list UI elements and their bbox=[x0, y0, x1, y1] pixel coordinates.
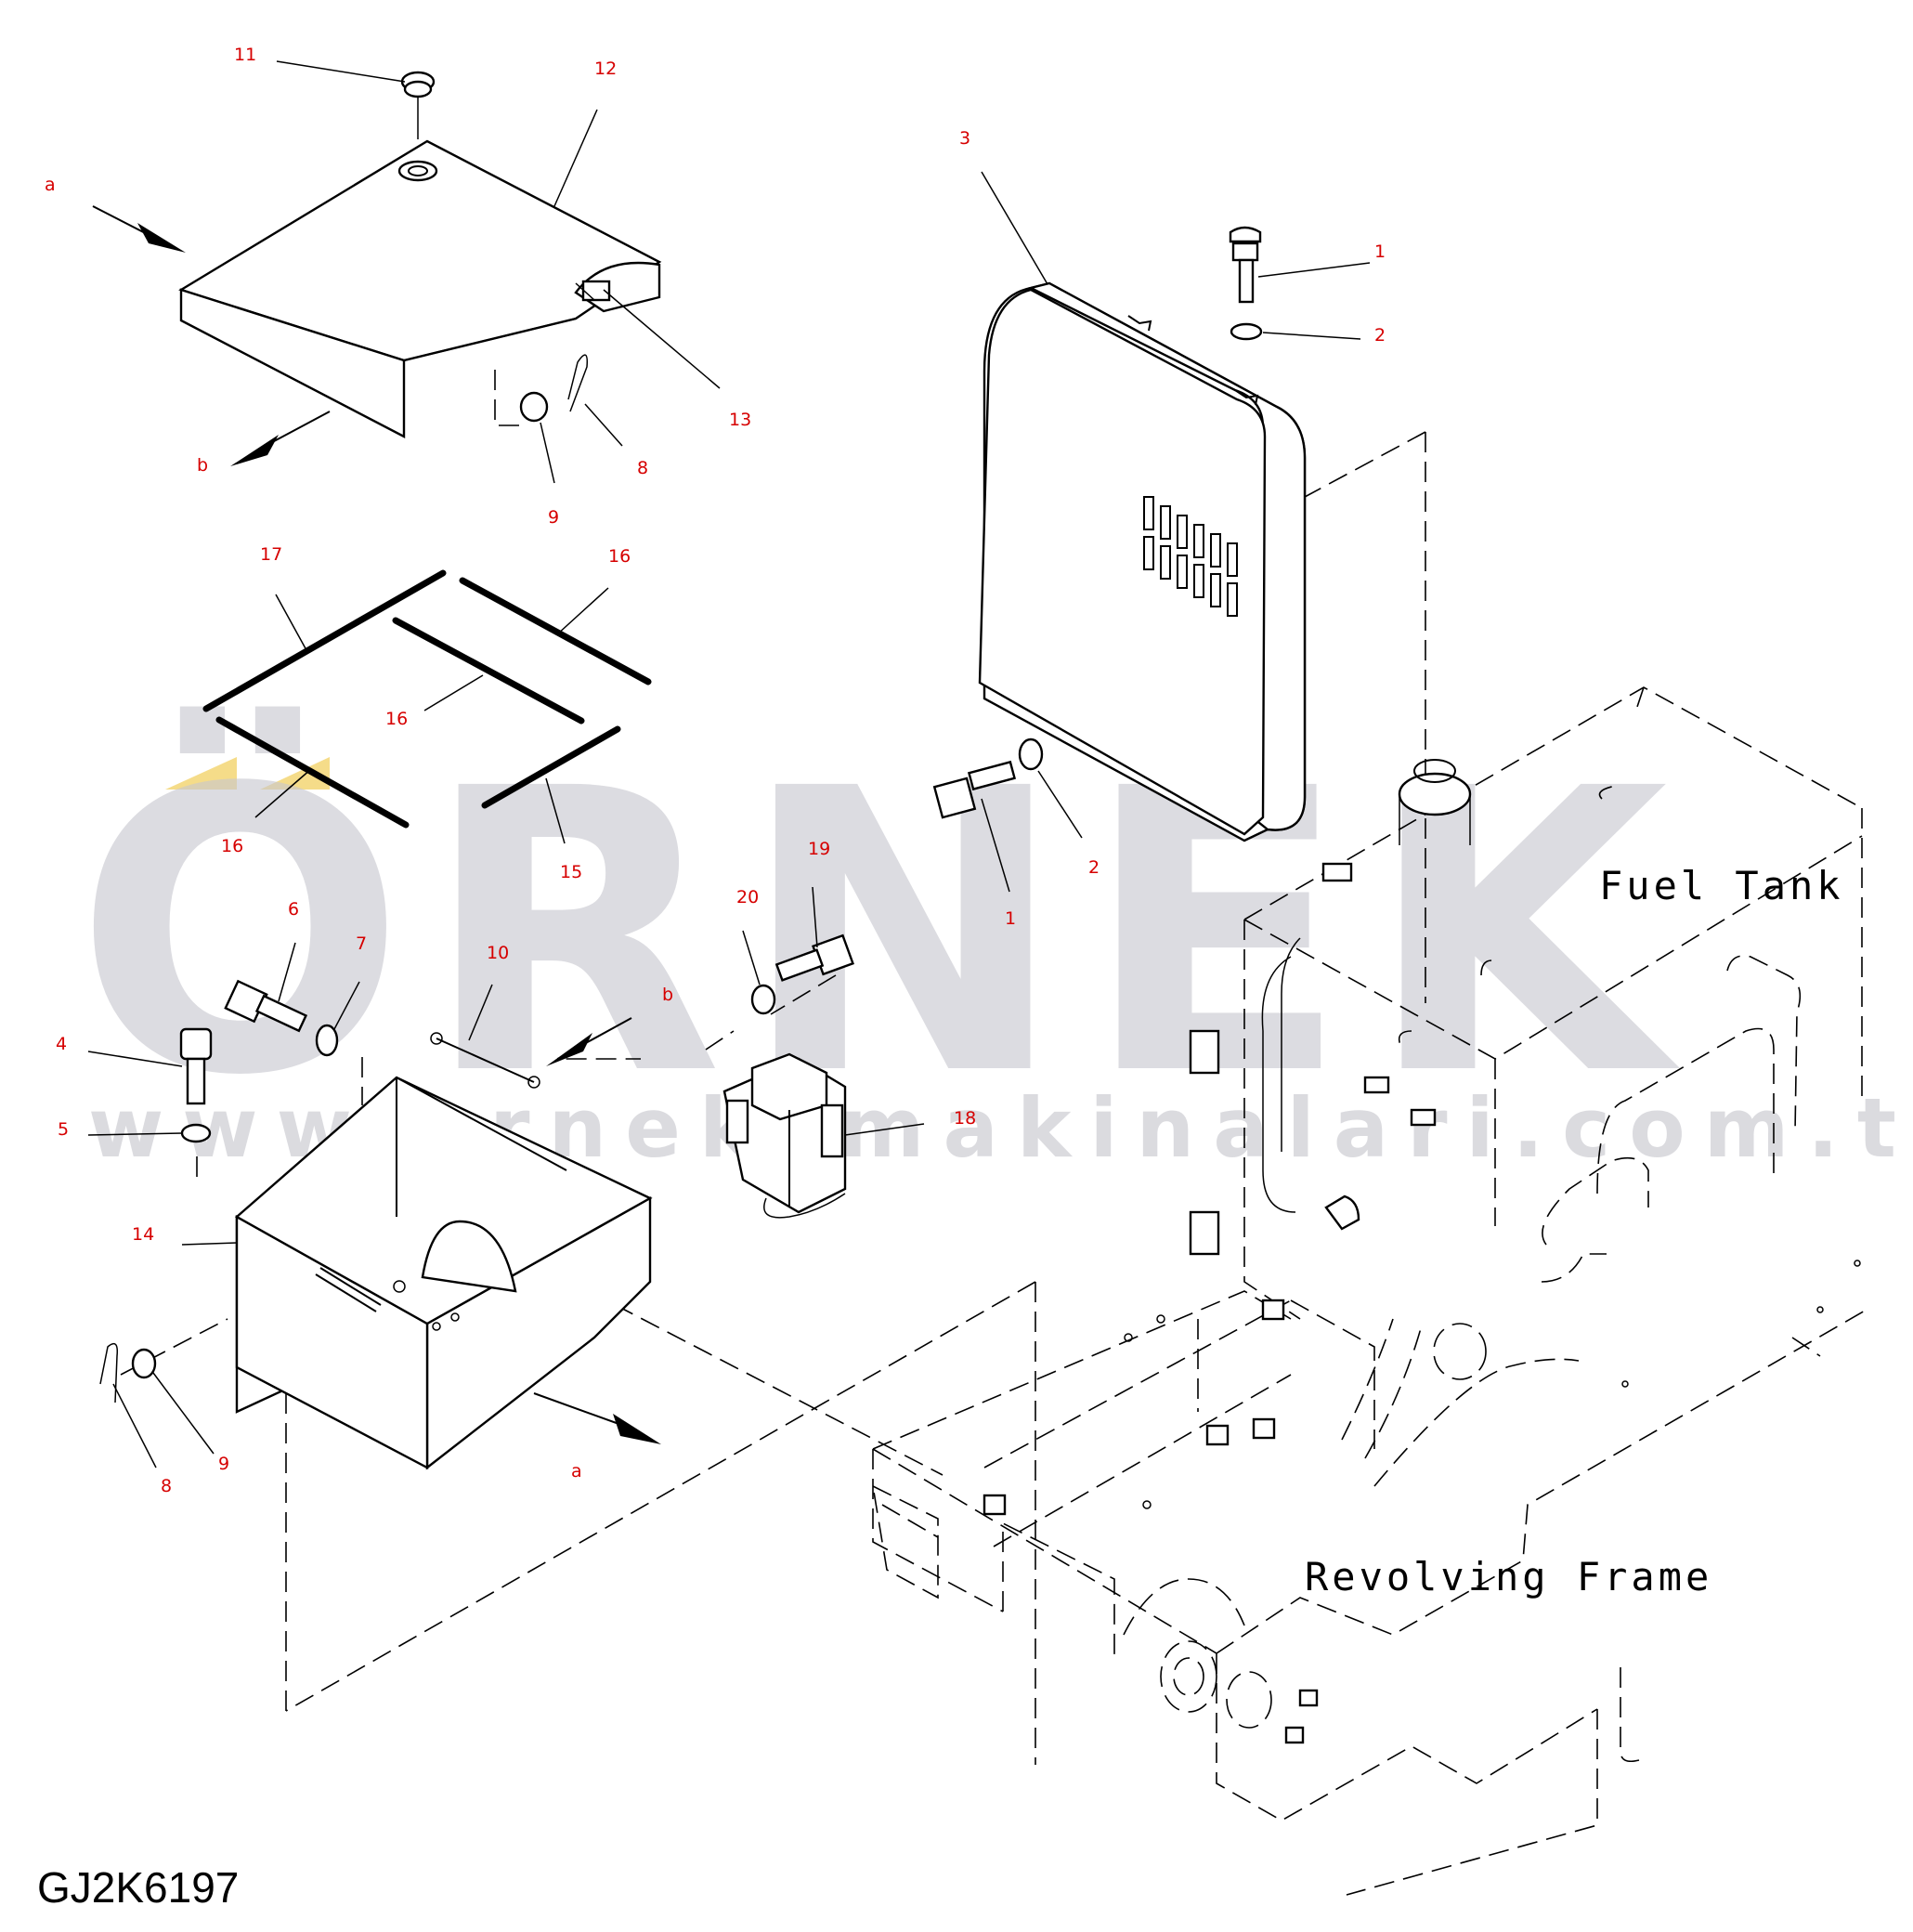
fuel-tank-label: Fuel Tank bbox=[1599, 863, 1844, 908]
callout-letter-a-top: a bbox=[45, 175, 56, 195]
callout-16-right: 16 bbox=[608, 546, 631, 567]
callout-2-top: 2 bbox=[1374, 325, 1386, 346]
washer-20 bbox=[750, 984, 776, 1015]
bolt-6 bbox=[224, 979, 308, 1033]
callout-12: 12 bbox=[594, 59, 617, 79]
callout-20: 20 bbox=[736, 887, 759, 907]
callout-1-bottom: 1 bbox=[1005, 908, 1016, 929]
callouts: 11 12 a 13 8 9 b 3 1 2 17 16 16 16 15 2 … bbox=[45, 45, 1386, 1496]
arrow-a-top bbox=[137, 223, 186, 253]
callout-8-bottom: 8 bbox=[161, 1476, 172, 1496]
arrow-b-top bbox=[230, 435, 279, 466]
leader-lines bbox=[87, 60, 1371, 1469]
callout-9-top: 9 bbox=[548, 507, 559, 528]
callout-10: 10 bbox=[487, 943, 509, 963]
revolving-frame bbox=[871, 1030, 1867, 1896]
watermark-accent-right bbox=[260, 757, 330, 790]
alignment-lines bbox=[120, 370, 1426, 1765]
revolving-frame-label: Revolving Frame bbox=[1305, 1554, 1712, 1599]
washer-2-top bbox=[1230, 322, 1263, 341]
callout-19: 19 bbox=[808, 839, 830, 859]
cover-cap bbox=[400, 71, 436, 139]
callout-letter-b-bottom: b bbox=[662, 985, 673, 1005]
callout-8-top: 8 bbox=[637, 458, 648, 478]
callout-3: 3 bbox=[959, 128, 970, 149]
pin-8-top bbox=[567, 354, 589, 412]
washer-9-top bbox=[519, 391, 549, 423]
callout-9-bottom: 9 bbox=[218, 1454, 229, 1474]
watermark-accent-left bbox=[165, 757, 237, 790]
battery-cover bbox=[178, 139, 662, 438]
callout-letter-a-bottom: a bbox=[571, 1461, 582, 1482]
washer-2-bottom bbox=[1018, 738, 1044, 771]
bolt-1-bottom bbox=[932, 760, 1017, 819]
cover-vent-slots bbox=[1143, 496, 1238, 617]
drawing-code: GJ2K6197 bbox=[37, 1863, 239, 1912]
watermark-brand: ÖRNEK bbox=[74, 702, 1685, 1161]
callout-4: 4 bbox=[56, 1034, 67, 1054]
fuel-tank bbox=[1189, 686, 1863, 1320]
clip-13 bbox=[575, 282, 595, 301]
callout-14: 14 bbox=[132, 1224, 154, 1245]
battery-hold-bar bbox=[430, 1032, 540, 1089]
callout-11: 11 bbox=[234, 45, 256, 65]
washer-9-bottom bbox=[131, 1348, 157, 1379]
callout-5: 5 bbox=[58, 1119, 69, 1140]
bolt-1-top bbox=[1229, 226, 1262, 304]
callout-7: 7 bbox=[356, 933, 367, 954]
battery-box bbox=[234, 1076, 653, 1470]
fuel-tank-cover bbox=[978, 281, 1307, 842]
bolt-4 bbox=[179, 1027, 213, 1105]
watermark: ÖRNEK www.orneksmakinalari.com.tr bbox=[74, 702, 1913, 1176]
washer-7 bbox=[315, 1024, 339, 1057]
callout-13: 13 bbox=[729, 410, 751, 430]
bolt-19 bbox=[774, 933, 854, 982]
callout-1-top: 1 bbox=[1374, 242, 1386, 262]
callout-16-middle: 16 bbox=[385, 709, 408, 729]
arrow-a-bottom bbox=[613, 1414, 661, 1444]
callout-18: 18 bbox=[954, 1108, 976, 1129]
direction-arrows bbox=[92, 205, 661, 1444]
callout-6: 6 bbox=[288, 899, 299, 920]
callout-2-bottom: 2 bbox=[1088, 857, 1100, 878]
washer-5 bbox=[180, 1123, 212, 1143]
rubber-strips bbox=[202, 569, 652, 829]
pin-8-bottom bbox=[99, 1342, 119, 1403]
arrow-b-bottom bbox=[546, 1033, 592, 1066]
callout-17: 17 bbox=[260, 544, 282, 565]
callout-15: 15 bbox=[560, 862, 582, 882]
battery-relay bbox=[722, 1052, 847, 1219]
callout-letter-b-top: b bbox=[197, 455, 208, 476]
callout-16-left: 16 bbox=[221, 836, 243, 856]
